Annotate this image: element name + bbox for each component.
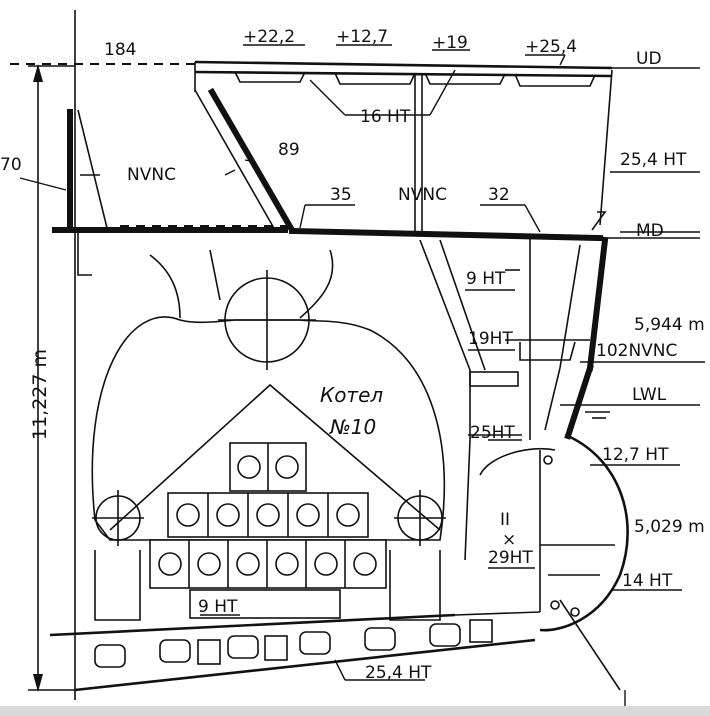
upper-deck bbox=[10, 60, 700, 87]
label-102-nvnc: 102NVNC bbox=[596, 341, 677, 361]
label-ud: UD bbox=[636, 49, 662, 69]
left-side-frame bbox=[67, 10, 109, 700]
tube-bank bbox=[149, 442, 387, 589]
label-14-ht: 14 HT bbox=[622, 571, 673, 591]
label-35: 35 bbox=[330, 185, 352, 205]
boiler bbox=[91, 249, 446, 621]
label-89: 89 bbox=[278, 140, 300, 160]
label-height-11227: 11,227 m bbox=[29, 349, 51, 440]
label-29-ht: 29HT bbox=[488, 548, 533, 568]
inner-longitudinal-bulkhead bbox=[419, 239, 590, 561]
bottom-strip bbox=[0, 706, 710, 716]
label-plus-12-7: +12,7 bbox=[336, 27, 388, 47]
label-nvnc-left: NVNC bbox=[127, 165, 176, 185]
label-32: 32 bbox=[488, 185, 510, 205]
label-roman-ii: II bbox=[500, 510, 510, 530]
label-9-ht-lower: 9 HT bbox=[198, 597, 238, 617]
label-lwl: LWL bbox=[632, 385, 667, 405]
label-19-ht: 19HT bbox=[468, 329, 513, 349]
label-70: 70 bbox=[0, 155, 22, 175]
label-plus-22-2: +22,2 bbox=[243, 27, 295, 47]
label-5944-m: 5,944 m bbox=[634, 315, 705, 335]
upper-bulkheads bbox=[414, 69, 613, 233]
label-12-7-ht: 12,7 HT bbox=[602, 445, 669, 465]
height-dimension bbox=[28, 64, 75, 692]
labels: 184 +22,2 +12,7 +19 +25,4 UD 16 HT 70 NV… bbox=[0, 27, 705, 683]
label-5029-m: 5,029 m bbox=[634, 517, 705, 537]
label-boiler-line1: Котел bbox=[320, 383, 383, 407]
label-nvnc-mid: NVNC bbox=[398, 185, 447, 205]
label-boiler-line2: №10 bbox=[329, 415, 376, 439]
double-bottom bbox=[49, 599, 621, 692]
right-side-shell bbox=[529, 236, 629, 632]
label-25-ht: 25HT bbox=[470, 423, 515, 443]
label-25-4-ht-right: 25,4 HT bbox=[620, 150, 687, 170]
label-plus-25-4: +25,4 bbox=[525, 37, 577, 57]
label-184: 184 bbox=[104, 40, 136, 60]
label-md: MD bbox=[636, 221, 664, 241]
label-cross: × bbox=[502, 530, 516, 550]
bilge-compartment bbox=[479, 447, 615, 617]
label-9-ht-upper: 9 HT bbox=[466, 269, 506, 289]
label-plus-19: +19 bbox=[432, 33, 468, 53]
waterline bbox=[560, 404, 700, 419]
bottom-floors bbox=[94, 619, 493, 668]
label-16-ht: 16 HT bbox=[360, 107, 411, 127]
label-25-4-ht-bottom: 25,4 HT bbox=[365, 663, 432, 683]
leader-lines bbox=[19, 44, 705, 710]
